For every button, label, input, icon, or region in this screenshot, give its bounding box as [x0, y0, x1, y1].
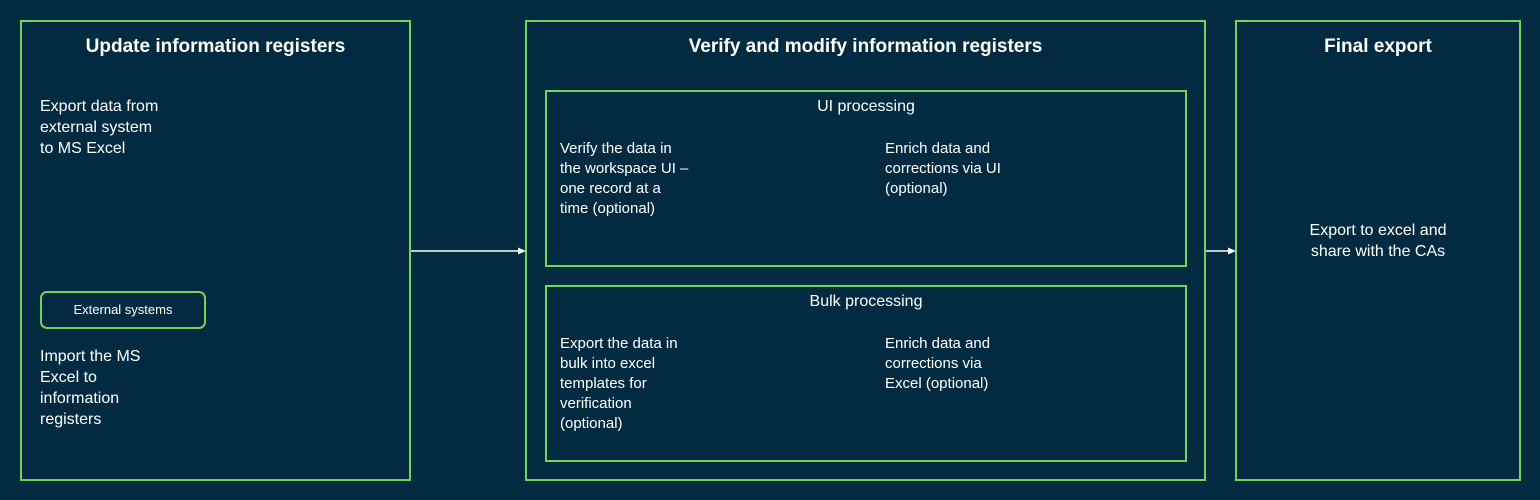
arrow-update-to-verify	[411, 247, 526, 255]
final-export-text: Export to excel and share with the CAs	[1309, 222, 1447, 260]
external-systems-pill: External systems	[40, 291, 206, 329]
stage-update-registers: Update information registers Export data…	[20, 20, 411, 481]
ui-processing-title: UI processing	[817, 98, 915, 115]
ui-enrich-text: Enrich data and corrections via UI (opti…	[885, 140, 1001, 197]
ui-verify-text: Verify the data in the workspace UI – on…	[560, 140, 689, 217]
stage-verify-modify: Verify and modify information registers …	[525, 20, 1206, 481]
arrow-verify-to-final	[1206, 247, 1236, 255]
export-data-text: Export data from external system to MS E…	[40, 98, 159, 157]
stage-update-title: Update information registers	[85, 36, 346, 57]
bulk-export-text: Export the data in bulk into excel templ…	[560, 335, 678, 432]
stage-final-export: Final export Export to excel and share w…	[1235, 20, 1521, 481]
bulk-processing-title: Bulk processing	[809, 293, 923, 310]
stage-final-title: Final export	[1324, 36, 1432, 57]
ui-processing-box: UI processing Verify the data in the wor…	[545, 90, 1187, 267]
bulk-processing-box: Bulk processing Export the data in bulk …	[545, 285, 1187, 462]
stage-verify-title: Verify and modify information registers	[688, 36, 1043, 57]
bulk-enrich-text: Enrich data and corrections via Excel (o…	[885, 335, 991, 392]
import-excel-text: Import the MS Excel to information regis…	[40, 348, 141, 428]
